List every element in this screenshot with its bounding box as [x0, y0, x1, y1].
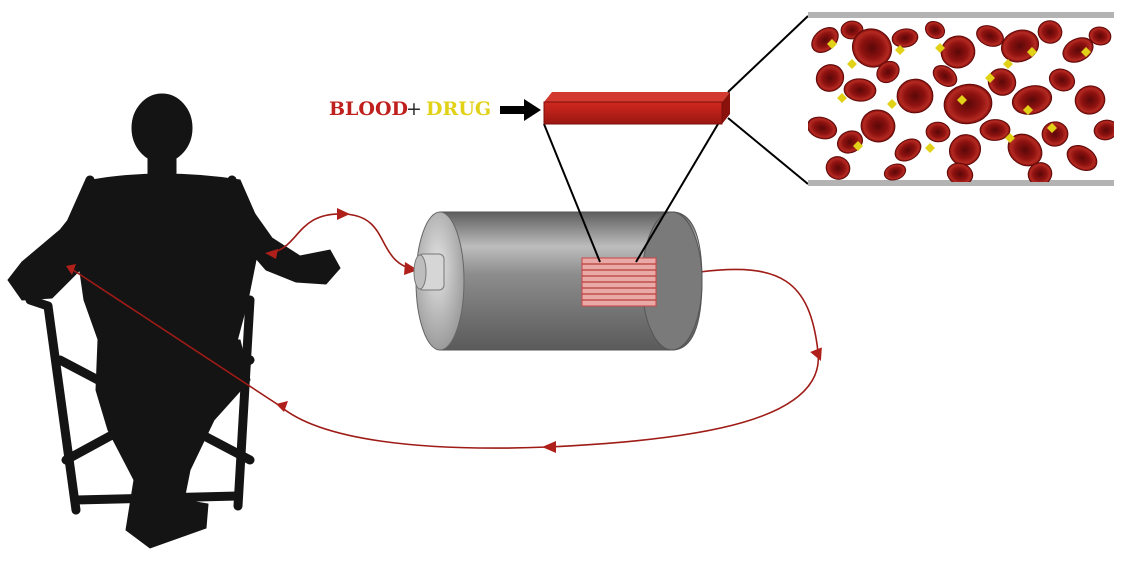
red-blood-cell	[1041, 121, 1069, 147]
red-blood-cell	[943, 83, 993, 125]
drug-particle	[887, 99, 897, 109]
dialysis-cartridge	[413, 211, 703, 351]
drug-particle	[985, 73, 995, 83]
fibre-lines	[582, 263, 656, 301]
red-blood-cell	[811, 27, 839, 53]
drug-particle	[1081, 47, 1091, 57]
red-blood-cell	[1001, 29, 1039, 63]
red-blood-cell	[932, 65, 958, 87]
drug-particle	[1027, 47, 1037, 57]
red-blood-cell	[896, 78, 934, 114]
drug-particle	[847, 59, 857, 69]
red-blood-cell	[924, 20, 946, 40]
drug-particle	[1003, 59, 1013, 69]
red-blood-cell	[808, 116, 838, 140]
flow-arrow-4	[810, 347, 822, 361]
red-blood-cell	[979, 119, 1011, 141]
red-blood-cell	[925, 121, 951, 143]
zoom-line-right	[635, 123, 719, 263]
drug-particle	[827, 39, 837, 49]
red-blood-cell	[1066, 145, 1098, 171]
red-blood-cell	[948, 134, 982, 166]
red-blood-cell	[1011, 85, 1053, 115]
red-blood-cell	[1074, 85, 1106, 115]
drug-particle	[935, 43, 945, 53]
flow-arrow-5	[542, 441, 556, 453]
red-blood-cell	[1027, 162, 1053, 182]
red-blood-cell	[1093, 119, 1114, 141]
blood-label: BLOOD	[329, 98, 408, 120]
red-blood-cell	[825, 156, 851, 180]
flow-arrow-1	[337, 208, 350, 220]
blood-tube	[543, 92, 730, 125]
zoom-line-left	[543, 123, 601, 263]
red-blood-cell	[946, 162, 974, 182]
flow-line-out	[69, 267, 819, 449]
drug-particle	[925, 143, 935, 153]
red-blood-cell	[1088, 26, 1112, 46]
red-blood-cell	[1048, 68, 1076, 92]
drug-particle	[837, 93, 847, 103]
drug-particle	[895, 45, 905, 55]
red-blood-cell	[891, 28, 919, 48]
drug-particle	[1047, 123, 1057, 133]
zoom-line-bottom	[727, 117, 809, 185]
drug-particle	[853, 141, 863, 151]
patient-silhouette	[7, 93, 341, 549]
flow-arrow-6	[276, 401, 288, 412]
drug-particle	[1005, 133, 1015, 143]
arrow-right-icon	[500, 99, 541, 121]
drug-label: DRUG	[426, 98, 492, 120]
drug-particle	[1023, 105, 1033, 115]
flow-arrow-3	[265, 249, 278, 259]
red-blood-cell	[860, 109, 896, 143]
flow-arrow-2	[404, 262, 418, 275]
red-blood-cell	[843, 78, 877, 102]
flow-arrow-7	[66, 264, 76, 275]
red-blood-cell	[894, 138, 922, 162]
red-blood-cell	[1037, 20, 1063, 44]
plus-label: +	[406, 98, 422, 120]
red-blood-cell	[883, 163, 907, 181]
zoom-line-top	[727, 15, 809, 93]
drug-particle	[957, 95, 967, 105]
red-blood-cell	[851, 28, 893, 68]
red-blood-cell	[837, 130, 863, 154]
red-blood-cell	[940, 35, 976, 69]
blood-cells-magnified	[808, 12, 1114, 186]
red-blood-cell	[815, 64, 845, 92]
red-blood-cell	[876, 60, 900, 84]
